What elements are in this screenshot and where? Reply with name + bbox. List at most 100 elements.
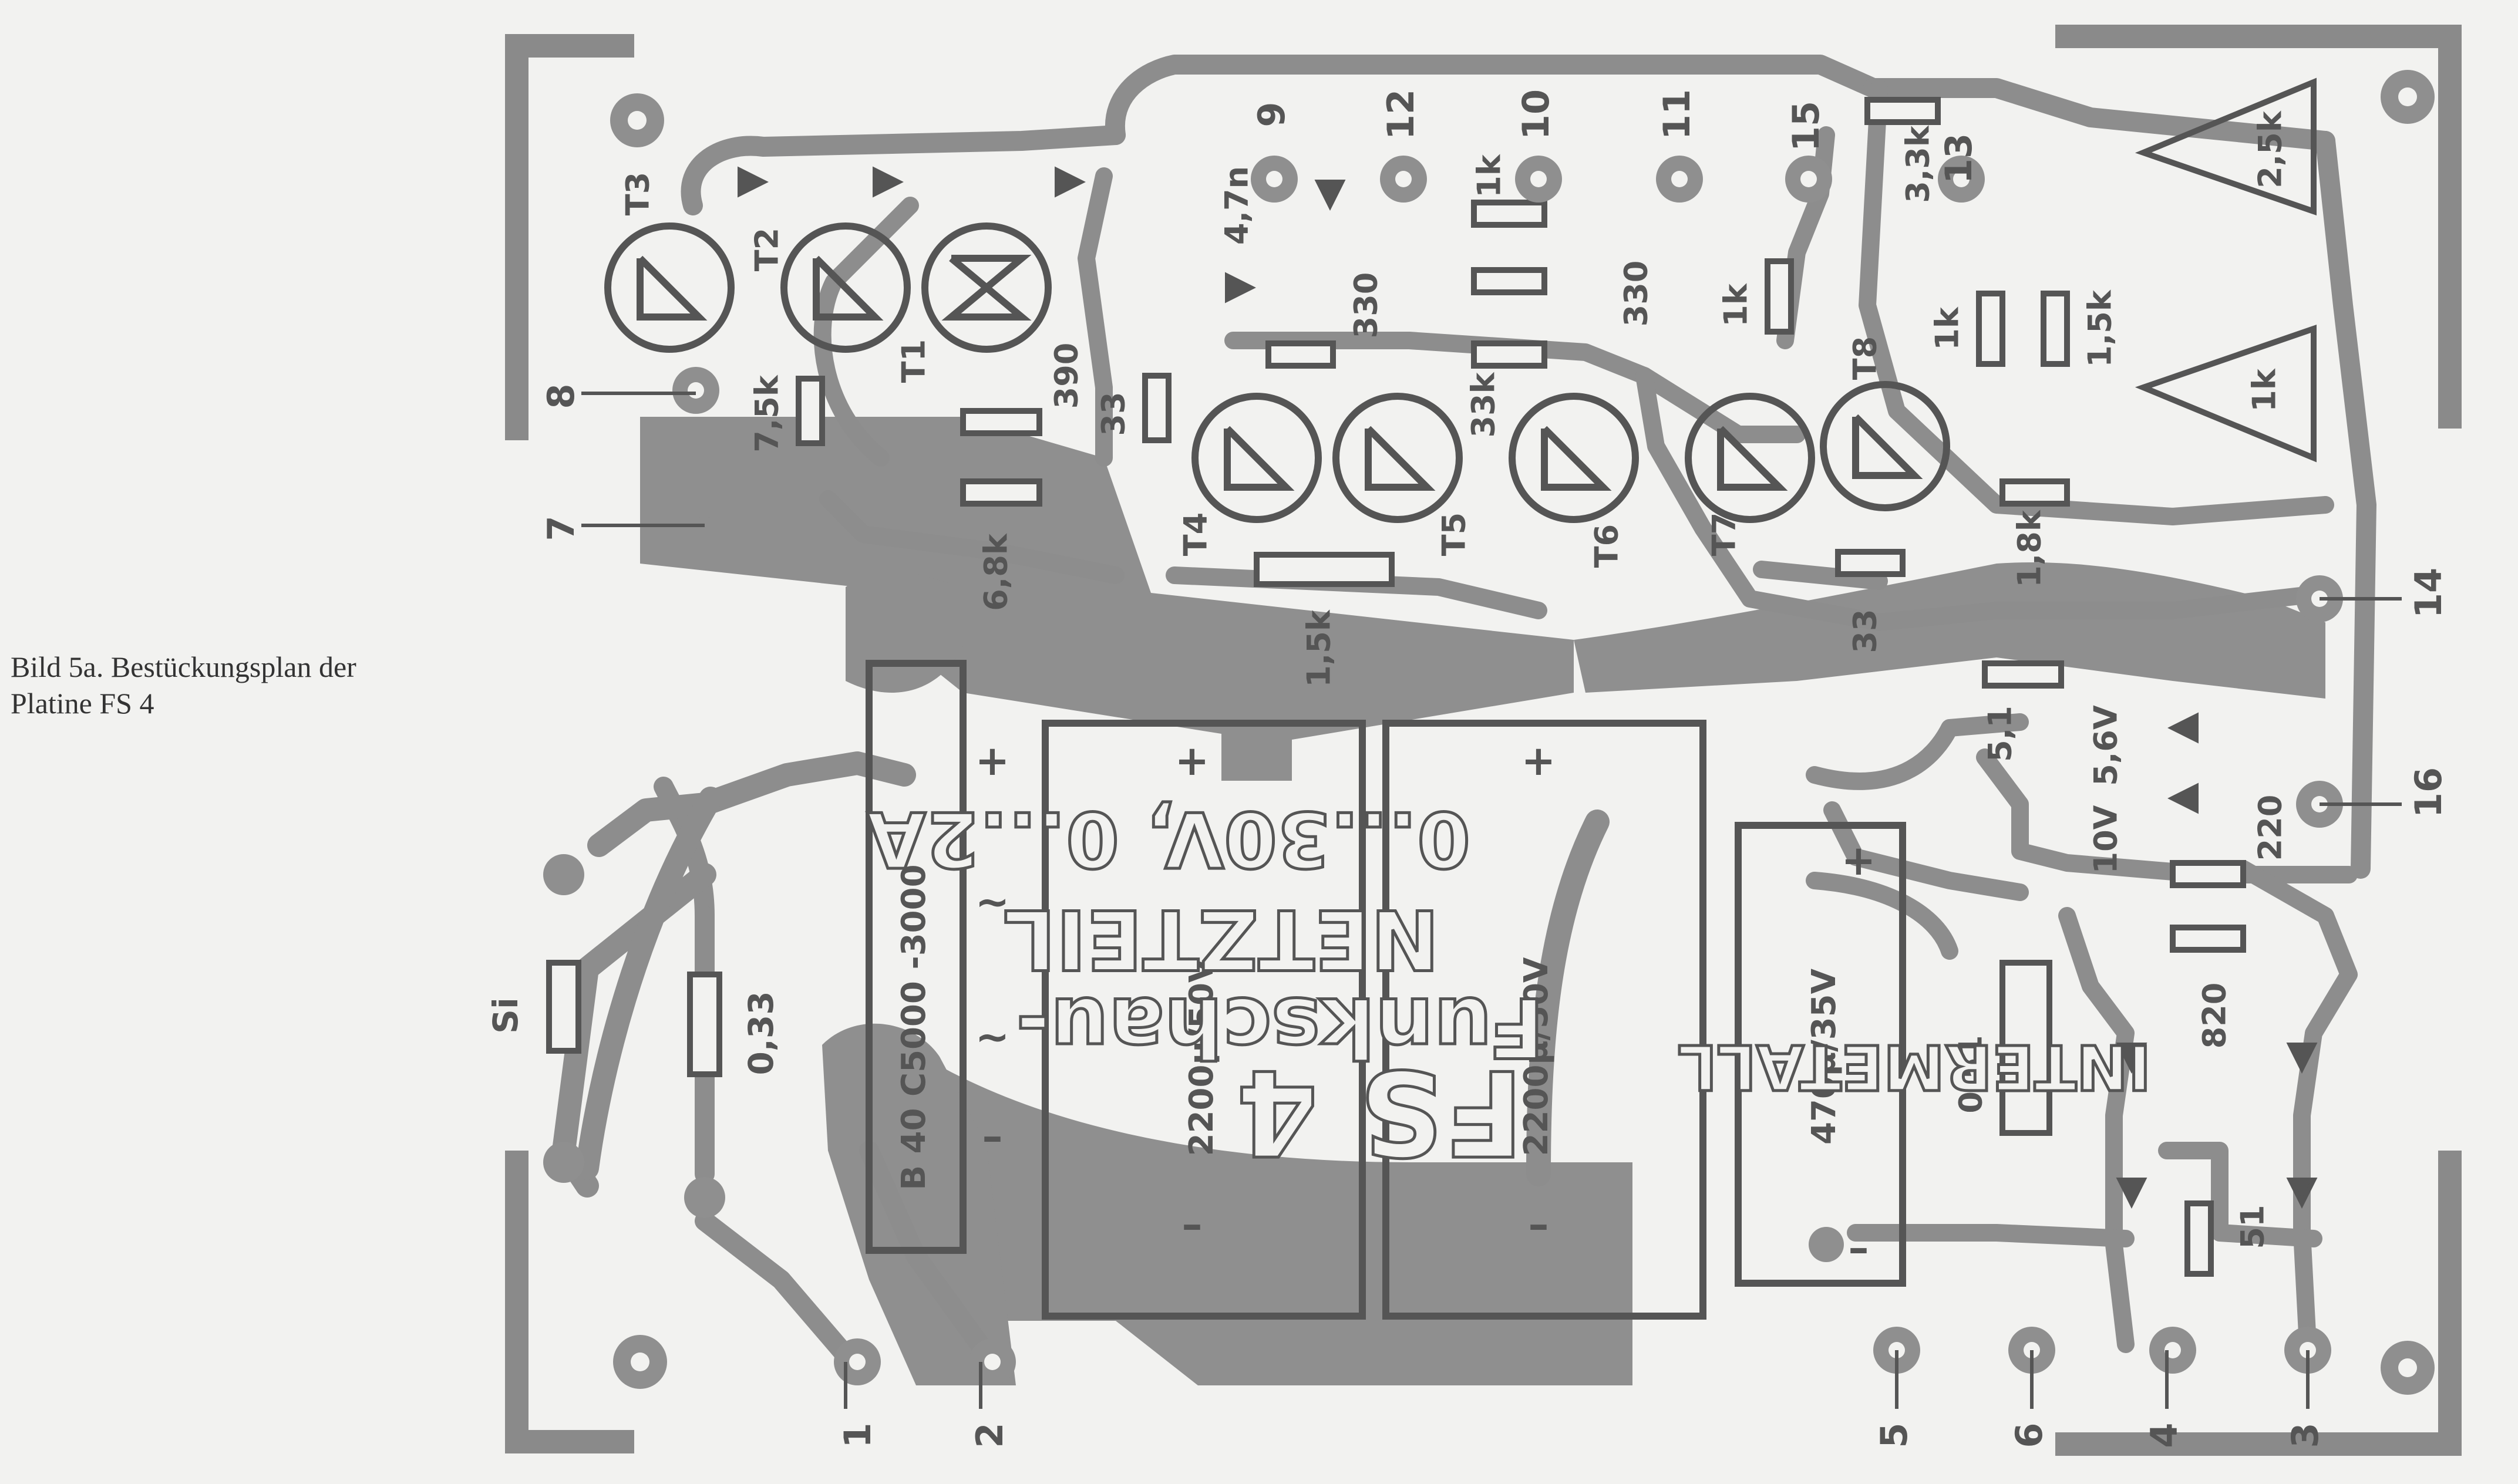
resistor-33a — [1142, 373, 1172, 443]
resistor-0-51 — [1999, 960, 2052, 1136]
resistor-820 — [2170, 925, 2246, 953]
transistor-T8-outline — [1820, 381, 1950, 511]
resistors — [546, 97, 2246, 1277]
copper-traces — [552, 55, 2376, 1372]
copper-side-lettering: 0...30V, 0...2A NETZTEIL Funkschau- FS 4… — [866, 793, 2153, 1182]
value-6k8: 6,8k — [978, 533, 1015, 611]
pad-holes — [628, 87, 2417, 1377]
board-corner-marks — [505, 25, 2462, 1456]
diode-3 — [1055, 166, 1086, 198]
pot-2k5 — [2135, 77, 2317, 216]
terminal-4-label: 4 — [2143, 1422, 2186, 1448]
terminal-6-label: 6 — [2008, 1422, 2051, 1448]
resistor-1k-top — [1471, 200, 1547, 228]
transistor-T5-outline — [1332, 393, 1463, 523]
terminal-15-label: 15 — [1785, 101, 1827, 151]
terminal-leaders — [581, 392, 2402, 1409]
resistor-33b — [1835, 549, 1906, 577]
resistor-1k-t8 — [1976, 291, 2005, 367]
resistor-1k5-low — [1254, 552, 1395, 587]
transistor-T3-symbol — [637, 255, 708, 321]
terminal-1-label: 1 — [836, 1422, 879, 1448]
value-330b: 330 — [1618, 261, 1655, 327]
terminal-3-label: 3 — [2284, 1422, 2327, 1448]
transistor-T6-outline — [1509, 393, 1639, 523]
resistor-220 — [2170, 860, 2246, 888]
value-7k5: 7,5k — [749, 375, 786, 453]
value-33k: 33k — [1465, 372, 1502, 437]
value-220: 220 — [2252, 795, 2289, 861]
bridge-ac-1: ~ — [975, 878, 1010, 926]
value-1k5-right: 1,5k — [2082, 289, 2119, 367]
terminal-2-label: 2 — [968, 1422, 1011, 1448]
transistor-T4-outline — [1191, 393, 1322, 523]
terminal-7-label: 7 — [540, 515, 583, 541]
component-outlines — [866, 660, 1906, 1320]
resistor-1k8 — [1999, 478, 2070, 507]
resistor-7k5 — [796, 376, 825, 446]
diode-6 — [2116, 1043, 2147, 1074]
cap3-plus: + — [1842, 837, 1876, 885]
value-0-51: 0,51 — [1953, 1035, 1990, 1113]
value-10v: 10V — [2088, 805, 2125, 873]
transistor-T5-symbol — [1365, 426, 1436, 491]
label-T4: T4 — [1177, 512, 1214, 556]
resistor-5k1 — [1982, 660, 2064, 689]
value-5k1: 5,1 — [1982, 706, 2019, 762]
transistor-T6-symbol — [1541, 426, 1612, 491]
label-T6: T6 — [1588, 524, 1625, 568]
terminal-9-label: 9 — [1250, 102, 1293, 127]
value-cap3: 470µ/35V — [1805, 968, 1843, 1144]
transistor-T4-symbol — [1224, 426, 1295, 491]
silk-model: FS 4 — [1236, 1043, 1523, 1180]
fuse-body — [546, 960, 581, 1054]
value-1k5-low: 1,5k — [1301, 609, 1338, 687]
resistor-1k-mid — [1765, 258, 1794, 335]
silk-spec: 0...30V, 0...2A — [867, 794, 1470, 883]
capacitor-3-outline — [1735, 822, 1906, 1287]
bridge-plus: + — [975, 737, 1010, 785]
value-1k8: 1,8k — [2011, 510, 2048, 588]
bridge-ac-2: ~ — [975, 1013, 1010, 1061]
label-T8: T8 — [1847, 336, 1884, 380]
resistor-51 — [2184, 1200, 2214, 1277]
terminal-16-label: 16 — [2407, 767, 2450, 818]
resistor-330a — [1265, 340, 1336, 369]
diode-2 — [873, 166, 904, 198]
transistor-T7-outline — [1685, 393, 1815, 523]
diodes — [738, 166, 2318, 1209]
terminal-8-label: 8 — [540, 383, 583, 409]
resistor-1k5-right — [2041, 291, 2070, 367]
value-820: 820 — [2196, 983, 2233, 1049]
label-T7: T7 — [1706, 512, 1743, 556]
cap1-minus: – — [1182, 1200, 1203, 1249]
cap3-minus: – — [1849, 1224, 1869, 1272]
value-1k-mid: 1k — [1718, 283, 1755, 327]
label-T2: T2 — [749, 228, 786, 271]
terminal-labels: 1 2 3 4 5 6 7 8 9 10 11 12 13 14 15 16 — [540, 89, 2450, 1448]
value-fuse: Si — [486, 997, 526, 1034]
figure-caption: Bild 5a. Bestückungsplan der Platine FS … — [11, 649, 480, 721]
value-33a: 33 — [1095, 392, 1132, 436]
transistor-T8-symbol — [1852, 414, 1923, 479]
cap1-plus: + — [1175, 737, 1210, 785]
terminal-11-label: 11 — [1655, 89, 1698, 140]
transistor-T2-outline — [780, 222, 911, 353]
diode-1 — [738, 166, 769, 198]
resistor-330b — [1471, 267, 1547, 295]
value-51: 51 — [2234, 1205, 2271, 1249]
value-cap2: 2200µ/50V — [1517, 957, 1556, 1156]
bridge-minus: – — [982, 1112, 1003, 1161]
cap2-plus: + — [1521, 737, 1556, 785]
diode-8 — [2116, 1178, 2147, 1209]
transistor-T7-symbol — [1717, 426, 1788, 491]
caption-line-2: Platine FS 4 — [11, 687, 154, 720]
value-33b: 33 — [1847, 609, 1884, 653]
value-cap1: 2200µ/50V — [1183, 957, 1221, 1156]
label-T3: T3 — [620, 172, 657, 215]
resistor-3k3 — [1864, 97, 1941, 125]
transistors — [604, 222, 1950, 523]
diode-7 — [2286, 1043, 2318, 1074]
value-390: 390 — [1048, 343, 1085, 409]
polarity-marks: + – ~ ~ + – + – + – — [975, 737, 1876, 1272]
